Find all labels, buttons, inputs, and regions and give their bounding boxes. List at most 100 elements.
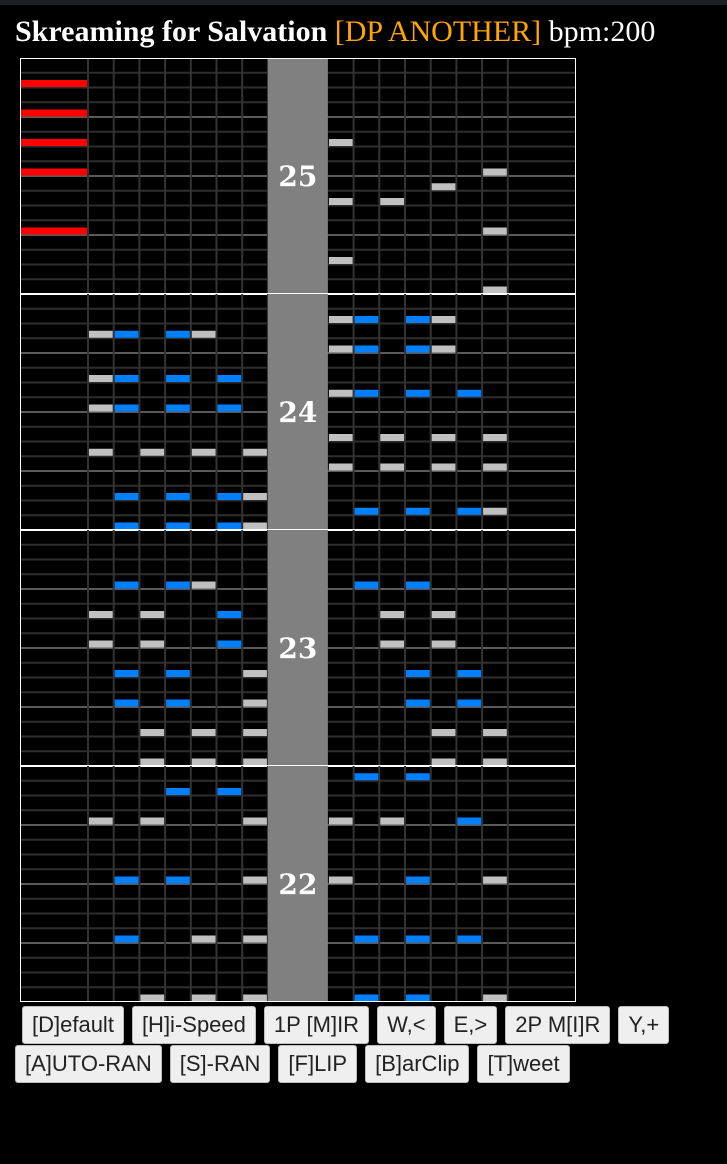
note xyxy=(243,699,267,707)
note xyxy=(354,994,379,1002)
note xyxy=(406,345,430,353)
note xyxy=(406,994,430,1002)
note xyxy=(140,729,165,736)
s-random-button[interactable]: [S]-RAN xyxy=(169,1045,271,1083)
note xyxy=(457,699,482,707)
note xyxy=(406,316,430,323)
note xyxy=(354,581,379,589)
note xyxy=(406,670,430,677)
y-button[interactable]: Y,+ xyxy=(618,1006,670,1044)
flip-button[interactable]: [F]LIP xyxy=(278,1045,358,1083)
note xyxy=(483,286,507,294)
note xyxy=(217,375,242,382)
default-button[interactable]: [D]efault xyxy=(22,1006,124,1044)
note xyxy=(140,817,165,825)
note xyxy=(457,670,482,677)
note xyxy=(243,493,267,500)
note xyxy=(483,729,507,736)
scratch-note xyxy=(21,168,87,176)
shift-left-button[interactable]: W,< xyxy=(377,1006,436,1044)
note xyxy=(114,876,139,884)
note xyxy=(114,670,139,677)
note xyxy=(328,434,353,441)
note xyxy=(431,345,456,353)
note xyxy=(166,404,190,412)
note xyxy=(243,522,267,530)
top-bar xyxy=(0,0,727,5)
button-row-2: [A]UTO-RAN [S]-RAN [F]LIP [B]arClip [T]w… xyxy=(15,1045,722,1083)
note xyxy=(328,316,353,323)
note xyxy=(406,507,430,515)
note xyxy=(483,758,507,766)
hi-speed-button[interactable]: [H]i-Speed xyxy=(131,1006,256,1044)
note xyxy=(191,448,216,456)
note xyxy=(140,640,165,648)
1p-mirror-button[interactable]: 1P [M]IR xyxy=(263,1006,370,1044)
note xyxy=(243,758,267,766)
note xyxy=(380,463,404,471)
scratch-note xyxy=(21,109,87,117)
note xyxy=(483,434,507,441)
tweet-button[interactable]: [T]weet xyxy=(477,1045,570,1083)
note xyxy=(354,316,379,323)
note xyxy=(89,611,113,618)
measure-column xyxy=(267,294,328,530)
chart-border xyxy=(20,58,576,1002)
note xyxy=(354,389,379,397)
note xyxy=(140,611,165,618)
note xyxy=(328,345,353,353)
measure-column xyxy=(267,530,328,766)
note xyxy=(431,434,456,441)
note xyxy=(166,581,190,589)
note xyxy=(140,448,165,456)
note xyxy=(166,330,190,338)
note xyxy=(166,670,190,677)
note xyxy=(457,389,482,397)
measure-number: 23 xyxy=(278,632,317,665)
measure-column xyxy=(267,766,328,1002)
shift-right-button[interactable]: E,> xyxy=(443,1006,498,1044)
note xyxy=(243,817,267,825)
note xyxy=(243,876,267,884)
scratch-note xyxy=(21,80,87,87)
note xyxy=(89,404,113,412)
note xyxy=(243,935,267,943)
note xyxy=(380,434,404,441)
bar-clip-button[interactable]: [B]arClip xyxy=(365,1045,470,1083)
note xyxy=(328,198,353,205)
auto-random-button[interactable]: [A]UTO-RAN xyxy=(15,1045,162,1083)
note xyxy=(89,640,113,648)
note xyxy=(431,611,456,618)
scratch-note xyxy=(21,139,87,146)
note xyxy=(406,773,430,781)
note xyxy=(406,389,430,397)
note xyxy=(140,994,165,1002)
note xyxy=(431,640,456,648)
note xyxy=(166,788,190,795)
bpm-label: bpm:200 xyxy=(548,15,656,48)
note xyxy=(191,581,216,589)
2p-mirror-button[interactable]: 2P M[I]R xyxy=(505,1006,611,1044)
note xyxy=(217,404,242,412)
note xyxy=(217,493,242,500)
measure-column xyxy=(267,58,328,294)
measure-number: 24 xyxy=(278,396,317,429)
note xyxy=(217,522,242,530)
note xyxy=(354,773,379,781)
note xyxy=(166,699,190,707)
note xyxy=(457,507,482,515)
note xyxy=(243,994,267,1002)
note xyxy=(354,935,379,943)
note xyxy=(457,935,482,943)
note xyxy=(114,699,139,707)
note xyxy=(483,168,507,176)
note xyxy=(191,330,216,338)
note xyxy=(431,463,456,471)
note xyxy=(114,493,139,500)
measure-number: 25 xyxy=(278,160,317,193)
note xyxy=(380,198,404,205)
note xyxy=(217,788,242,795)
note xyxy=(328,876,353,884)
note xyxy=(328,257,353,264)
note xyxy=(114,375,139,382)
